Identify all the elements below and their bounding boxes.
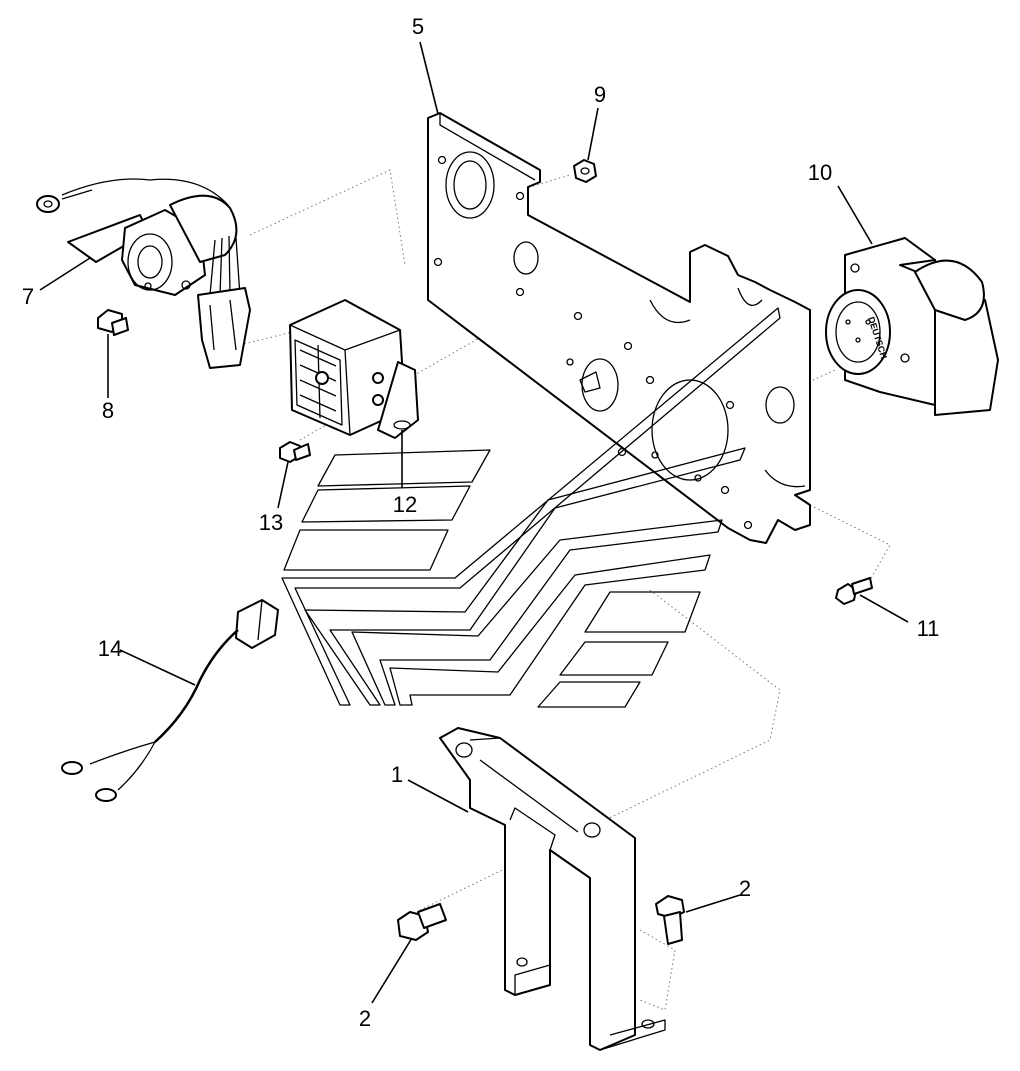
part-12-relay [289,299,419,439]
callout-1: 1 [391,762,403,787]
part-14-wiring-harness [61,599,279,802]
part-5-mounting-plate [427,112,811,544]
part-8-bolt [97,309,129,336]
callout-14: 14 [98,636,122,661]
callout-2-right: 2 [739,876,751,901]
callout-labels: 5 9 10 7 8 12 13 11 14 1 2 2 [22,14,940,1031]
leader-lines [39,41,909,1004]
part-13-screw [279,441,311,463]
callout-7: 7 [22,284,34,309]
callout-8: 8 [102,398,114,423]
part-1-bracket [439,727,666,1051]
part-2-bolt-right [655,895,685,945]
callout-11: 11 [917,616,940,641]
part-7-socket-assembly [36,178,251,369]
part-10-deutsch-receptacle: DEUTSCH [825,237,999,416]
callout-12: 12 [393,492,417,517]
callout-2-left: 2 [359,1006,371,1031]
callout-13: 13 [259,510,283,535]
callout-10: 10 [808,160,832,185]
callout-9: 9 [594,82,606,107]
callout-5: 5 [412,14,424,39]
label-decal-outlines [281,307,781,708]
part-9-nut [573,159,597,183]
part-11-screw [835,577,873,605]
part-2-bolt-left [397,903,447,941]
